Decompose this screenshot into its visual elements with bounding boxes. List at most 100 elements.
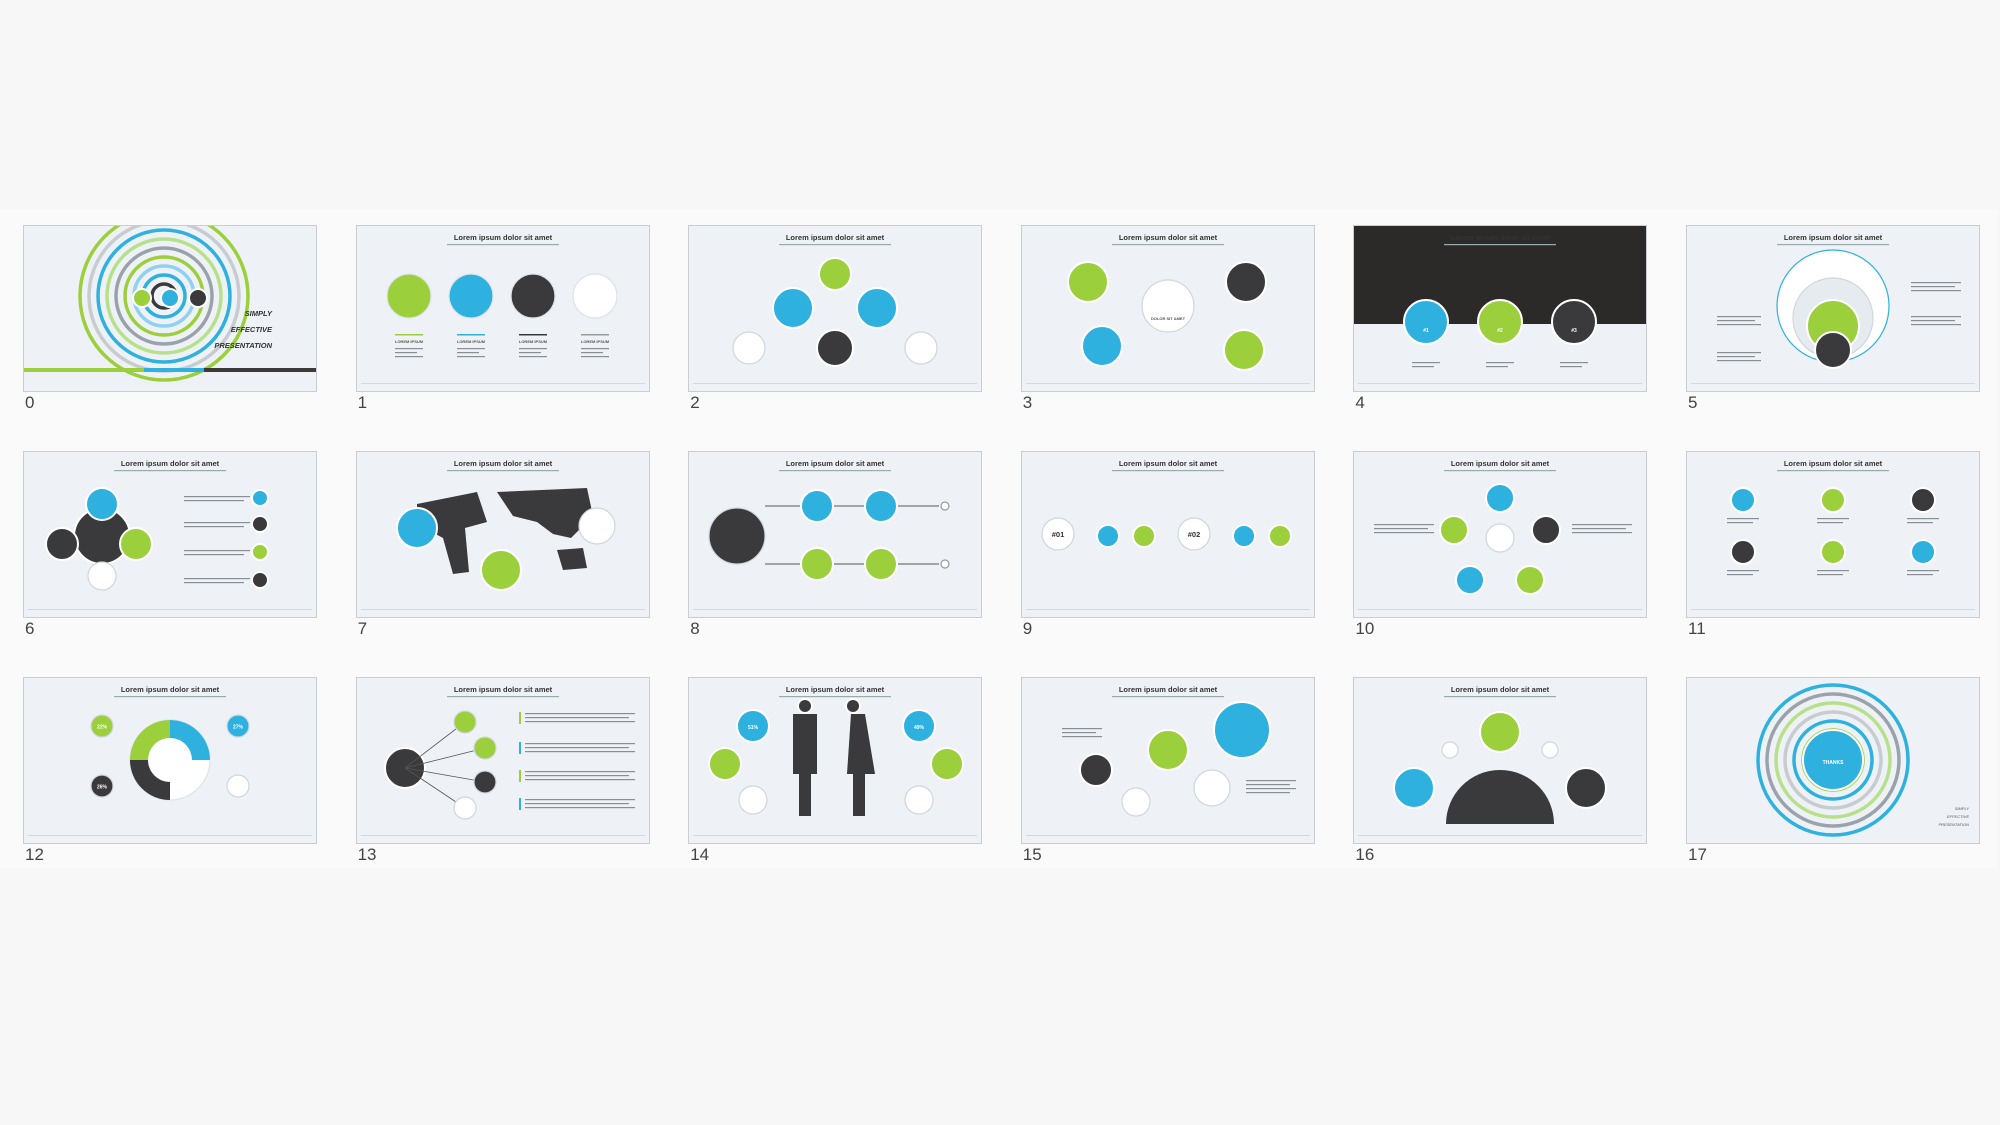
slide-preview[interactable]: Lorem ipsum dolor sit amet bbox=[1686, 451, 1980, 618]
node-circle bbox=[1531, 515, 1562, 545]
slide-preview[interactable]: Lorem ipsum dolor sit amet bbox=[1686, 225, 1980, 392]
slide-preview[interactable]: Lorem ipsum dolor sit amet bbox=[23, 451, 317, 618]
slide-text: #3 bbox=[1572, 328, 1578, 334]
donut-segment bbox=[170, 720, 210, 760]
node-circle bbox=[1393, 767, 1436, 809]
subtitle-line bbox=[779, 696, 892, 698]
slide-text: Lorem ipsum dolor sit amet bbox=[121, 459, 220, 468]
node-circle bbox=[930, 747, 965, 781]
slide-preview[interactable]: Lorem ipsum dolor sit amet bbox=[688, 451, 983, 618]
node-circle bbox=[1121, 787, 1151, 817]
footer-line bbox=[1691, 609, 1975, 610]
text-line bbox=[524, 803, 629, 805]
text-line bbox=[1717, 324, 1761, 326]
text-line bbox=[394, 356, 423, 358]
end-dot bbox=[940, 559, 950, 569]
text-line bbox=[456, 348, 485, 350]
badge-circle bbox=[1403, 299, 1450, 345]
slide-graphic: Lorem ipsum dolor sit amet bbox=[356, 678, 649, 843]
subtitle-line bbox=[446, 696, 559, 698]
slide-preview[interactable]: Lorem ipsum dolor sit amet bbox=[688, 225, 983, 392]
hub-circle bbox=[708, 507, 766, 565]
slide-graphic: Lorem ipsum dolor sit amet bbox=[1687, 226, 1979, 391]
text-line bbox=[524, 751, 635, 753]
slide-preview[interactable]: Lorem ipsum dolor sit amet bbox=[355, 677, 650, 844]
slide-preview[interactable]: Lorem ipsum dolor sit amet bbox=[355, 451, 650, 618]
node-circle bbox=[1515, 565, 1546, 595]
icon-circle bbox=[385, 273, 432, 319]
footer-line bbox=[1025, 383, 1310, 384]
text-line bbox=[1374, 528, 1429, 530]
node-circle bbox=[452, 710, 477, 734]
underline bbox=[518, 334, 547, 336]
slide-graphic: Lorem ipsum dolor sit amet#1#2#3 bbox=[1354, 226, 1647, 391]
subtitle-line bbox=[446, 470, 559, 472]
text-line bbox=[1572, 532, 1633, 534]
donut-segment bbox=[130, 720, 170, 760]
slide-text: LOREM IPSUM bbox=[394, 339, 423, 344]
subtitle-line bbox=[1111, 244, 1224, 246]
stat-circle bbox=[736, 709, 771, 743]
ring-shape bbox=[1765, 692, 1901, 828]
slide-number: 11 bbox=[1688, 619, 1706, 638]
node-circle bbox=[1565, 767, 1608, 809]
text-line bbox=[1572, 528, 1627, 530]
node-circle bbox=[732, 331, 766, 365]
slide-preview[interactable]: Lorem ipsum dolor sit amet bbox=[1020, 677, 1315, 844]
badge-circle bbox=[1041, 517, 1075, 551]
slide-preview[interactable]: Lorem ipsum dolor sit amet bbox=[1353, 451, 1648, 618]
text-line bbox=[1061, 732, 1096, 734]
subtitle-line bbox=[1444, 244, 1557, 246]
slide-graphic: Lorem ipsum dolor sit amet bbox=[356, 452, 649, 617]
text-line bbox=[580, 352, 603, 354]
icon-circle bbox=[1730, 487, 1756, 513]
slide-text: 26% bbox=[97, 785, 108, 791]
text-line bbox=[524, 713, 635, 715]
text-line bbox=[1727, 522, 1753, 524]
slide-text: Lorem ipsum dolor sit amet bbox=[1451, 459, 1550, 468]
connector-line bbox=[404, 767, 485, 783]
underline bbox=[456, 334, 485, 336]
text-line bbox=[1911, 282, 1961, 284]
node-circle bbox=[1193, 769, 1231, 807]
slide-preview[interactable]: Lorem ipsum dolor sit amet#1#2#3 bbox=[1353, 225, 1648, 392]
marker-bar bbox=[518, 770, 521, 782]
slide-text: Lorem ipsum dolor sit amet bbox=[453, 233, 552, 242]
slide-preview[interactable]: Lorem ipsum dolor sit amet#01#02 bbox=[1020, 451, 1315, 618]
bar-shape bbox=[204, 368, 316, 372]
slide-number: 3 bbox=[1022, 393, 1033, 412]
cycle-icon bbox=[1541, 741, 1559, 759]
icon-circle bbox=[1910, 487, 1936, 513]
stat-circle bbox=[226, 714, 250, 738]
text-line bbox=[1911, 324, 1961, 326]
slide-preview[interactable]: Lorem ipsum dolor sit amet bbox=[1353, 677, 1648, 844]
text-line bbox=[524, 747, 629, 749]
subtitle-line bbox=[1777, 244, 1889, 246]
slide-text: Lorem ipsum dolor sit amet bbox=[1784, 233, 1883, 242]
